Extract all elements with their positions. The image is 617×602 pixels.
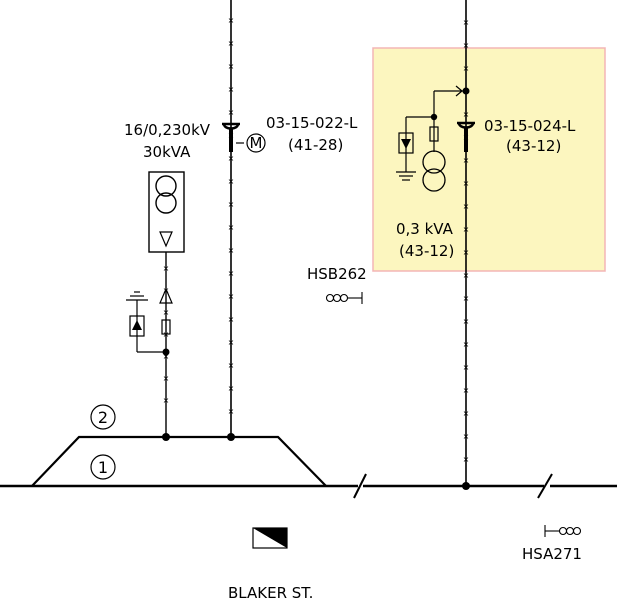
- signal-upper-label: HSB262: [307, 265, 367, 283]
- x-mark: ×: [228, 384, 235, 393]
- x-mark: ×: [463, 41, 470, 50]
- x-mark: ×: [463, 179, 470, 188]
- x-mark: ×: [463, 202, 470, 211]
- x-mark: ×: [463, 156, 470, 165]
- x-mark: ×: [463, 271, 470, 280]
- signal-hsa271[interactable]: [544, 525, 582, 537]
- highlight-region: [372, 47, 606, 272]
- x-mark: ×: [463, 386, 470, 395]
- x-mark: ×: [463, 340, 470, 349]
- x-mark: ×: [463, 225, 470, 234]
- x-mark: ×: [463, 110, 470, 119]
- x-mark: ×: [228, 338, 235, 347]
- motor-icon: [246, 133, 266, 153]
- x-mark: ×: [228, 16, 235, 25]
- surge-arrester-left: [126, 287, 173, 356]
- track-2-label: 2: [98, 408, 108, 427]
- transformer-left-rating: 16/0,230kV: [124, 121, 211, 139]
- track-1-marker: [90, 454, 116, 480]
- track-2-marker: [90, 404, 116, 430]
- signal-hsb262[interactable]: [325, 292, 363, 304]
- track-1-label: 1: [98, 458, 108, 477]
- main-track: [0, 473, 617, 499]
- transformer-right[interactable]: [396, 91, 446, 192]
- x-mark: ×: [463, 18, 470, 27]
- x-mark: ×: [228, 269, 235, 278]
- x-mark: ×: [228, 154, 235, 163]
- switch-03-15-024-L[interactable]: [434, 85, 475, 152]
- switch-right-id: 03-15-024-L: [484, 117, 576, 135]
- transformer-right-ref: (43-12): [399, 242, 454, 260]
- platform: [31, 433, 327, 487]
- motor-label: M: [250, 134, 263, 152]
- x-mark: ×: [228, 315, 235, 324]
- x-mark: ×: [163, 374, 170, 383]
- switch-left-ref: (41-28): [288, 136, 343, 154]
- x-mark: ×: [228, 200, 235, 209]
- x-mark: ×: [228, 177, 235, 186]
- x-mark: ×: [463, 317, 470, 326]
- x-mark: ×: [163, 352, 170, 361]
- station-symbol: [252, 527, 288, 549]
- x-mark: ×: [163, 396, 170, 405]
- x-mark: ×: [463, 363, 470, 372]
- x-marks: × × × × × × × × × × × × × × × × × × × × × × × × × × × × × × × × × × × × × × × ×…: [163, 16, 470, 464]
- x-mark: ×: [228, 108, 235, 117]
- street-name: BLAKER ST.: [228, 584, 313, 602]
- x-mark: ×: [463, 64, 470, 73]
- switch-right-ref: (43-12): [506, 137, 561, 155]
- x-mark: ×: [228, 39, 235, 48]
- switch-left-id: 03-15-022-L: [266, 114, 358, 132]
- x-mark: ×: [463, 455, 470, 464]
- transformer-left-power: 30kVA: [143, 143, 191, 161]
- transformer-left[interactable]: [148, 171, 185, 253]
- x-mark: ×: [463, 294, 470, 303]
- x-mark: ×: [463, 409, 470, 418]
- transformer-right-power: 0,3 kVA: [396, 220, 454, 238]
- x-mark: ×: [228, 85, 235, 94]
- x-mark: ×: [228, 62, 235, 71]
- x-mark: ×: [228, 292, 235, 301]
- x-mark: ×: [228, 223, 235, 232]
- x-mark: ×: [163, 308, 170, 317]
- x-mark: ×: [228, 361, 235, 370]
- switch-03-15-022-L[interactable]: M: [222, 122, 266, 153]
- signal-lower-label: HSA271: [522, 545, 582, 563]
- x-mark: ×: [228, 246, 235, 255]
- x-mark: ×: [228, 407, 235, 416]
- x-mark: ×: [463, 248, 470, 257]
- x-mark: ×: [163, 264, 170, 273]
- x-mark: ×: [463, 432, 470, 441]
